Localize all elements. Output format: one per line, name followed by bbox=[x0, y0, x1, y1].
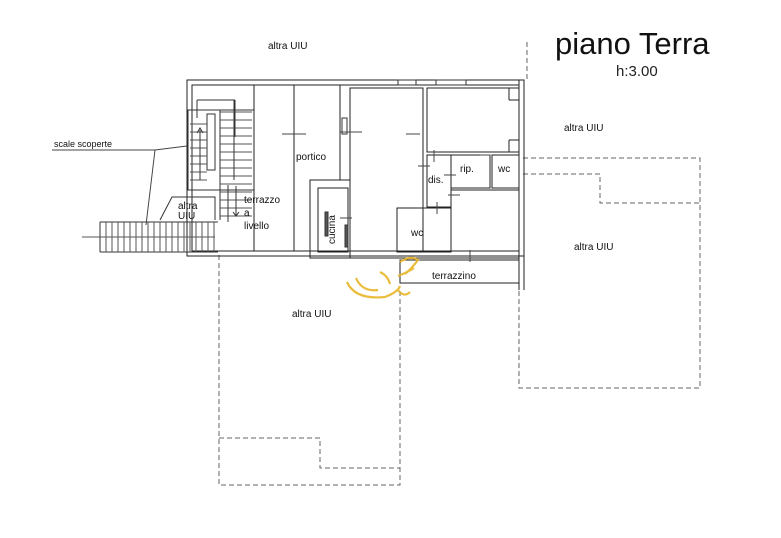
watermark-logo bbox=[345, 256, 420, 299]
floor-title: piano Terra bbox=[555, 26, 710, 61]
label-rip: rip. bbox=[460, 164, 474, 175]
dashed-boundary-lines bbox=[218, 42, 701, 486]
label-altra-uiu-right-top: altra UIU bbox=[564, 123, 604, 134]
label-altra-uiu-top: altra UIU bbox=[268, 41, 308, 52]
label-scale-scoperte: scale scoperte bbox=[54, 139, 113, 149]
light-point-markers bbox=[282, 131, 490, 262]
label-portico: portico bbox=[296, 152, 327, 163]
label-altra-uiu-right: altra UIU bbox=[574, 242, 614, 253]
outdoor-stairs bbox=[52, 145, 218, 253]
label-wc: wc bbox=[411, 228, 424, 239]
interior-walls bbox=[253, 84, 520, 284]
label-terrazzo-1: terrazzo bbox=[244, 195, 281, 206]
label-terrazzo-3: livello bbox=[244, 221, 270, 232]
label-terrazzo-2: a bbox=[244, 208, 250, 219]
ceiling-height-label: h:3.00 bbox=[616, 63, 658, 80]
label-altra-uiu-small-1: altra bbox=[178, 201, 198, 212]
label-altra-uiu-bottom: altra UIU bbox=[292, 309, 332, 320]
stair-arrows bbox=[196, 127, 240, 217]
label-terrazzino: terrazzino bbox=[432, 271, 476, 282]
label-cucina: cucina bbox=[327, 215, 338, 244]
label-dis: dis. bbox=[428, 175, 444, 186]
label-altra-uiu-small-2: UIU bbox=[178, 211, 196, 222]
label-wc-small: wc bbox=[498, 164, 511, 175]
windows bbox=[324, 79, 467, 248]
